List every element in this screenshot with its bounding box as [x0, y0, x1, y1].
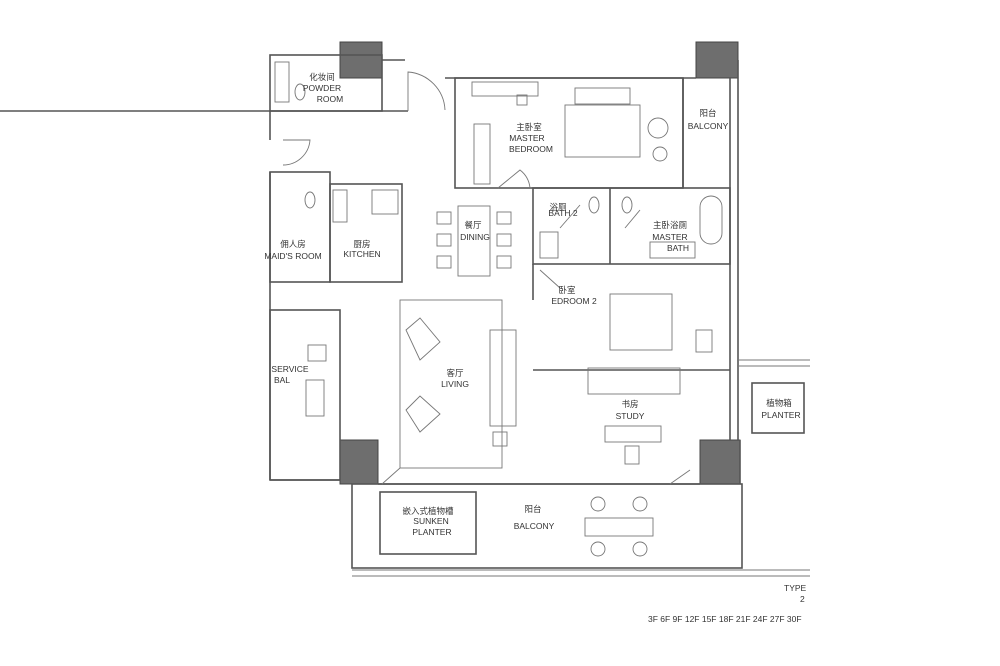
svg-text:POWDER: POWDER — [303, 83, 341, 93]
label-powder-room: 化妆间 POWDER ROOM — [303, 72, 343, 104]
svg-text:化妆间: 化妆间 — [309, 72, 335, 82]
svg-text:阳台: 阳台 — [699, 108, 716, 118]
svg-text:BATH 2: BATH 2 — [548, 208, 577, 218]
svg-text:ROOM: ROOM — [317, 94, 343, 104]
svg-text:SERVICE: SERVICE — [271, 364, 308, 374]
svg-text:佣人房: 佣人房 — [280, 239, 306, 249]
label-balcony-ne: 阳台 BALCONY — [688, 108, 729, 131]
column-nw — [339, 41, 383, 79]
svg-text:LIVING: LIVING — [441, 379, 469, 389]
label-maids-room: 佣人房 MAID'S ROOM — [264, 239, 321, 261]
label-planter-east: 植物箱 PLANTER — [761, 398, 800, 420]
label-balcony-south: 阳台 BALCONY — [514, 504, 555, 531]
svg-text:嵌入式植物槽: 嵌入式植物槽 — [402, 506, 454, 516]
svg-text:客厅: 客厅 — [446, 368, 464, 378]
label-sunken-planter: 嵌入式植物槽 SUNKEN PLANTER — [402, 506, 454, 537]
svg-text:DINING: DINING — [460, 232, 490, 242]
doors — [282, 71, 691, 485]
label-living: 客厅 LIVING — [441, 368, 469, 389]
svg-text:BATH: BATH — [667, 243, 689, 253]
label-bedroom2: 卧室 EDROOM 2 — [551, 285, 597, 306]
walls — [0, 54, 810, 577]
svg-text:BALCONY: BALCONY — [514, 521, 555, 531]
svg-text:主卧浴厕: 主卧浴厕 — [653, 220, 688, 230]
svg-text:植物箱: 植物箱 — [766, 398, 792, 408]
structural-columns — [339, 41, 741, 485]
svg-text:主卧室: 主卧室 — [516, 122, 542, 132]
dining-table — [457, 205, 491, 277]
bedroom2-bed — [609, 293, 673, 351]
floor-list: 3F 6F 9F 12F 15F 18F 21F 24F 27F 30F — [648, 614, 802, 624]
svg-text:BAL: BAL — [274, 375, 290, 385]
balcony-table — [584, 517, 654, 537]
label-bath2: 浴厕 BATH 2 — [548, 202, 577, 218]
svg-text:SUNKEN: SUNKEN — [413, 516, 448, 526]
label-master-bedroom: 主卧室 MASTER BEDROOM — [509, 122, 553, 154]
svg-text:厨房: 厨房 — [353, 239, 370, 249]
svg-text:MASTER: MASTER — [509, 133, 544, 143]
plan-notes: TYPE 2 3F 6F 9F 12F 15F 18F 21F 24F 27F … — [648, 583, 807, 624]
svg-text:BEDROOM: BEDROOM — [509, 144, 553, 154]
label-service-balcony: SERVICE BAL — [271, 364, 308, 385]
svg-text:BALCONY: BALCONY — [688, 121, 729, 131]
svg-text:阳台: 阳台 — [524, 504, 541, 514]
column-ne — [695, 41, 739, 79]
svg-text:书房: 书房 — [621, 399, 638, 409]
svg-text:PLANTER: PLANTER — [761, 410, 800, 420]
column-sw — [339, 439, 379, 485]
master-bed — [564, 104, 641, 158]
living-sofa — [489, 329, 517, 427]
label-kitchen: 厨房 KITCHEN — [343, 239, 380, 259]
room-labels: 化妆间 POWDER ROOM 主卧室 MASTER BEDROOM 阳台 BA… — [264, 72, 800, 537]
label-study: 书房 STUDY — [616, 399, 645, 421]
svg-text:STUDY: STUDY — [616, 411, 645, 421]
svg-text:MASTER: MASTER — [652, 232, 687, 242]
svg-text:MAID'S ROOM: MAID'S ROOM — [264, 251, 321, 261]
study-desk — [604, 425, 662, 443]
svg-text:KITCHEN: KITCHEN — [343, 249, 380, 259]
svg-text:浴厕: 浴厕 — [549, 202, 567, 212]
svg-text:EDROOM 2: EDROOM 2 — [551, 296, 597, 306]
bathtub — [699, 195, 723, 245]
svg-text:卧室: 卧室 — [558, 285, 576, 295]
label-dining: 餐厅 DINING — [460, 220, 490, 242]
type-number: 2 — [800, 594, 805, 604]
column-se — [699, 439, 741, 485]
svg-text:PLANTER: PLANTER — [412, 527, 451, 537]
study-sofa — [587, 367, 681, 395]
type-label: TYPE — [784, 583, 807, 593]
furniture — [294, 81, 723, 557]
svg-text:餐厅: 餐厅 — [464, 220, 482, 230]
label-master-bath: 主卧浴厕 MASTER BATH — [652, 220, 689, 253]
